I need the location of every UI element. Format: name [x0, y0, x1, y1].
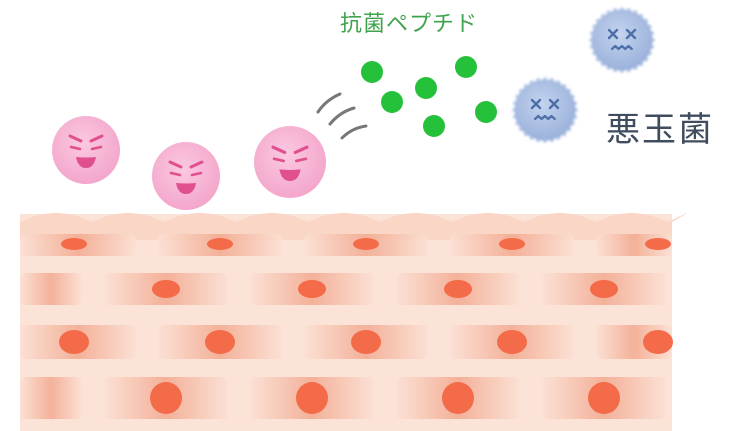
cell-nucleus: [497, 330, 527, 354]
cell-nucleus: [645, 238, 671, 250]
cell: [20, 273, 82, 305]
peptide-label: 抗菌ペプチド: [340, 12, 479, 37]
angry-grin-face-icon: [52, 116, 120, 184]
green-dot-icon: [361, 61, 383, 83]
green-dot-icon: [423, 115, 445, 137]
dizzy-germ-icon: [589, 7, 655, 73]
cell-nucleus: [590, 280, 618, 298]
motion-line: [328, 106, 356, 126]
cell-nucleus: [296, 382, 328, 414]
bad-bacteria-label: 悪玉菌: [606, 110, 714, 150]
cell-nucleus: [499, 238, 525, 250]
cell-nucleus: [588, 382, 620, 414]
green-dot-icon: [415, 77, 437, 99]
motion-lines-icon: [316, 92, 368, 140]
bad-bacteria-group: [512, 7, 655, 143]
angry-grin-face-icon: [254, 126, 326, 198]
cell-nucleus: [150, 382, 182, 414]
cell-nucleus: [207, 238, 233, 250]
cell: [20, 377, 82, 419]
cell-nucleus: [643, 330, 673, 354]
green-dot-icon: [381, 91, 403, 113]
antimicrobial-peptides: [361, 56, 497, 137]
cell-nucleus: [351, 330, 381, 354]
motion-line: [316, 92, 342, 114]
tissue-top-layer: [20, 213, 688, 240]
cell-nucleus: [152, 280, 180, 298]
cell-nucleus: [59, 330, 89, 354]
green-dot-icon: [455, 56, 477, 78]
cell-nucleus: [205, 330, 235, 354]
motion-line: [340, 124, 368, 140]
dizzy-germ-icon: [512, 77, 578, 143]
angry-grin-face-icon: [152, 142, 220, 210]
skin-tissue: [20, 213, 688, 431]
cell-nucleus: [298, 280, 326, 298]
cell-nucleus: [353, 238, 379, 250]
cell-nucleus: [444, 280, 472, 298]
keratinocyte-faces: [52, 116, 326, 210]
cell-nucleus: [442, 382, 474, 414]
cell-nucleus: [61, 238, 87, 250]
green-dot-icon: [475, 101, 497, 123]
